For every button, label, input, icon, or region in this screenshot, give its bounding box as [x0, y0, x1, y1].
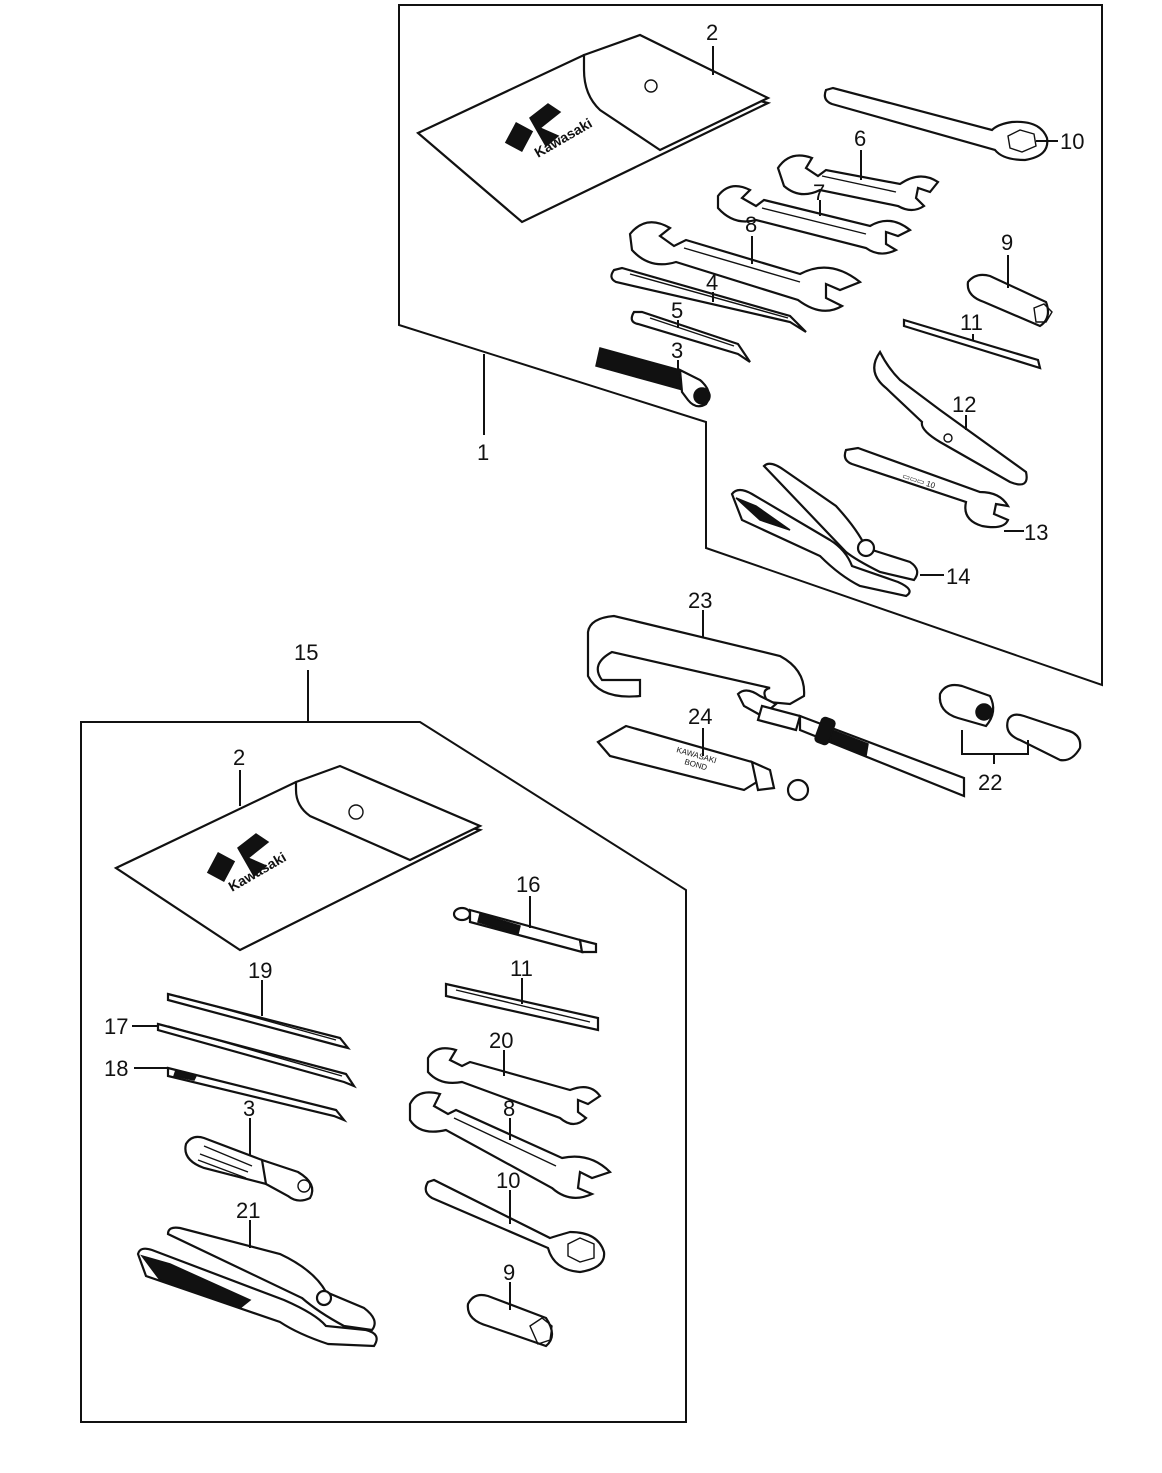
hook-wrench-12: [873, 349, 1028, 486]
callout-24: 24: [688, 704, 712, 729]
callout-7: 7: [813, 180, 825, 205]
bar-11-upper: [902, 318, 1042, 370]
bond-tube-24: KAWASAKI BOND: [596, 724, 810, 802]
pliers-21: [136, 1226, 378, 1348]
callout-6: 6: [854, 126, 866, 151]
bracket-22: [961, 730, 1029, 764]
wrench-7: [716, 185, 913, 255]
wrench-6: [776, 154, 940, 212]
driver-19: [166, 992, 351, 1050]
callout-2-lower: 2: [233, 745, 245, 770]
callout-4: 4: [706, 270, 718, 295]
upper-kit-boundary: [398, 4, 1103, 687]
callout-9-upper: 9: [1001, 230, 1013, 255]
wrench-20: [426, 1047, 602, 1126]
wrench-8-upper: [628, 221, 863, 312]
wrench-10-lower: [424, 1178, 606, 1274]
callout-10-upper: 10: [1060, 129, 1084, 154]
pliers-14: [730, 462, 919, 598]
socket-wrench-9-upper: [966, 273, 1053, 328]
callout-15: 15: [294, 640, 318, 665]
driver-18: [166, 1066, 348, 1123]
callout-11-upper: 11: [960, 310, 983, 335]
socket-wrench-9-lower: [466, 1293, 554, 1348]
lower-kit-boundary: [80, 721, 687, 1423]
callout-9-lower: 9: [503, 1260, 515, 1285]
callout-2-upper: 2: [706, 20, 718, 45]
callout-8-lower: 8: [503, 1096, 515, 1121]
extension-bar-16: [452, 906, 598, 954]
c-clamp-23: [586, 614, 966, 798]
callout-3-upper: 3: [671, 338, 683, 363]
callout-20: 20: [489, 1028, 513, 1053]
callout-19: 19: [248, 958, 272, 983]
handle-3-lower: [184, 1135, 314, 1202]
wrench-8-lower: [408, 1091, 613, 1199]
screwdriver-5: [630, 310, 751, 363]
screwdriver-4: [610, 266, 807, 333]
wrench-10-upper: [823, 86, 1049, 162]
callout-3-lower: 3: [243, 1096, 255, 1121]
handle-3-upper: [595, 347, 711, 408]
callout-8-upper: 8: [745, 212, 757, 237]
bar-11-lower: [444, 982, 600, 1032]
callout-1: 1: [477, 440, 489, 465]
callout-13: 13: [1024, 520, 1048, 545]
callout-10-lower: 10: [496, 1168, 520, 1193]
callout-21: 21: [236, 1198, 260, 1223]
callout-14: 14: [946, 564, 970, 589]
callout-18: 18: [104, 1056, 128, 1081]
callout-16: 16: [516, 872, 540, 897]
driver-17: [156, 1022, 357, 1089]
callout-17: 17: [104, 1014, 128, 1039]
tool-pouch-lower: Kawasaki: [113, 764, 484, 952]
tool-pouch-upper: Kawasaki: [415, 33, 772, 224]
socket-set-22: [938, 683, 1082, 762]
callout-11-lower: 11: [510, 956, 533, 981]
callout-23: 23: [688, 588, 712, 613]
callout-5: 5: [671, 298, 683, 323]
callout-12: 12: [952, 392, 976, 417]
callout-22: 22: [978, 770, 1002, 795]
